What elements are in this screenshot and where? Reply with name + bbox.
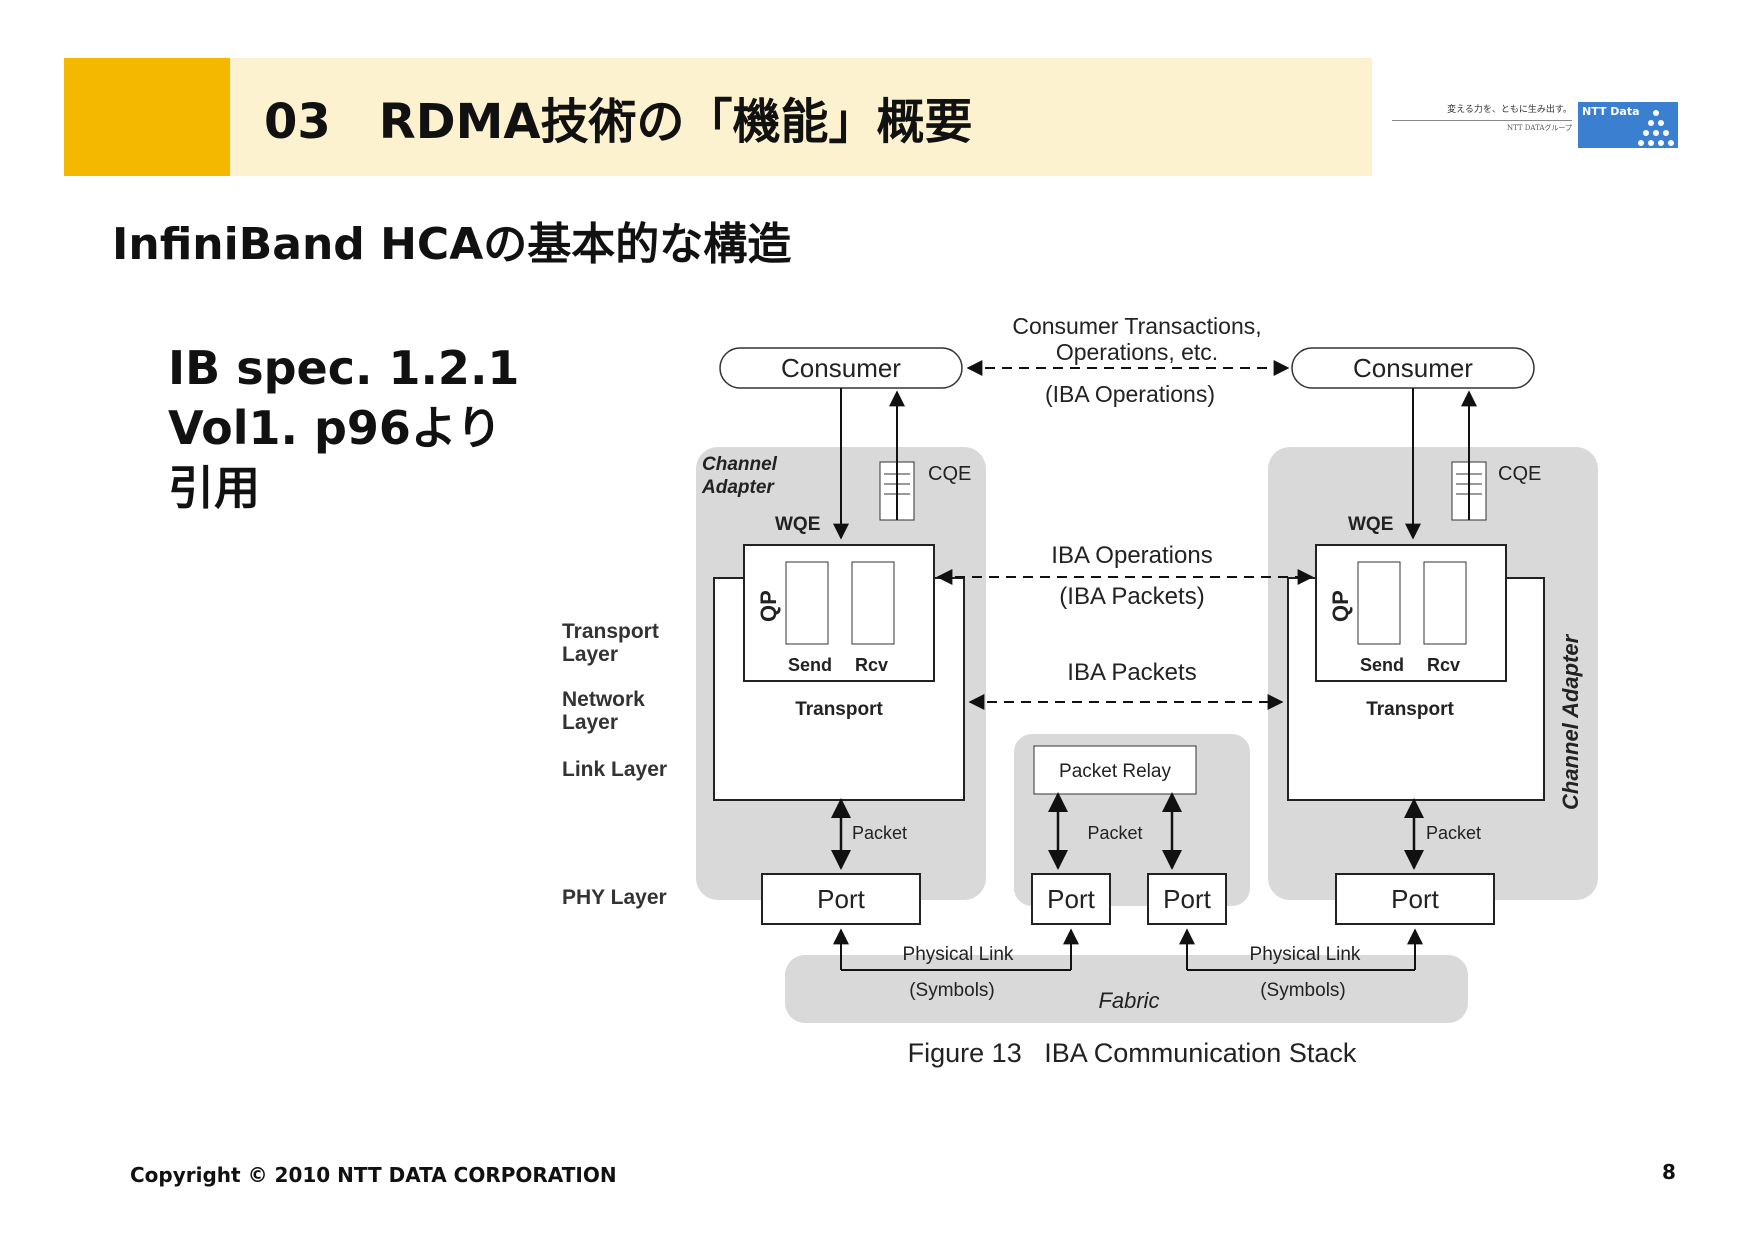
consumer-transactions-label: Consumer Transactions, (1012, 313, 1261, 339)
send-queue-right (1357, 561, 1401, 645)
ntt-data-logo: 変える力を、ともに生み出す。 NTT DATAグループ NTT Data (1392, 96, 1682, 148)
source-note-line: Vol1. p96より (168, 401, 502, 455)
link-layer-label: Link Layer (562, 758, 667, 781)
qp-box-left (743, 544, 935, 682)
cqe-label-left: CQE (928, 463, 971, 485)
fabric-panel (785, 955, 1468, 1023)
phy-layer-label: PHY Layer (562, 886, 667, 909)
transport-label-right: Transport (1366, 699, 1454, 720)
symbols-label-right: (Symbols) (1260, 980, 1346, 1001)
rcv-label-left: Rcv (855, 655, 888, 675)
port-box (1031, 873, 1111, 925)
packet-label-left: Packet (852, 823, 907, 843)
symbols-label-left: (Symbols) (909, 980, 995, 1001)
iba-operations-label: IBA Operations (1051, 542, 1212, 569)
logo-group-name: NTT DATAグループ (1392, 120, 1572, 133)
physical-link-label-left: Physical Link (903, 944, 1014, 965)
network-layer-label: Network (562, 688, 645, 711)
rcv-queue-left (851, 561, 895, 645)
page-number: 8 (1662, 1160, 1676, 1184)
rcv-queue-right (1423, 561, 1467, 645)
logo-mark: NTT Data (1578, 102, 1678, 148)
rcv-label-right: Rcv (1427, 655, 1460, 675)
slide-title: 03 RDMA技術の「機能」概要 (264, 94, 973, 150)
wqe-label-right: WQE (1348, 514, 1393, 535)
qp-label-right: QP (1328, 590, 1353, 622)
packet-label-middle: Packet (1087, 823, 1142, 843)
wqe-label-left: WQE (775, 514, 820, 535)
iba-operations-paren-label: (IBA Operations) (1045, 381, 1215, 407)
logo-mark-label: NTT Data (1582, 105, 1640, 118)
packet-relay-label: Packet Relay (1059, 761, 1171, 782)
iba-communication-stack-diagram: Consumer Consumer Consumer Transactions,… (562, 313, 1598, 1068)
source-note-line: IB spec. 1.2.1 (168, 341, 520, 395)
physical-link-label-right: Physical Link (1250, 944, 1361, 965)
port-label: Port (1163, 884, 1211, 914)
network-layer-label: Layer (562, 711, 618, 734)
header-accent (64, 58, 230, 176)
figure-caption: Figure 13 IBA Communication Stack (908, 1038, 1357, 1068)
transport-layer-label: Layer (562, 643, 618, 666)
copyright-notice: Copyright © 2010 NTT DATA CORPORATION (130, 1163, 617, 1187)
send-queue-left (785, 561, 829, 645)
port-label: Port (1047, 884, 1095, 914)
packet-label-right: Packet (1426, 823, 1481, 843)
transport-layer-label: Transport (562, 620, 659, 643)
channel-adapter-label-right: Channel Adapter (1558, 633, 1583, 810)
send-label-left: Send (788, 655, 832, 675)
iba-packets-label: IBA Packets (1067, 659, 1196, 686)
port-box (1147, 873, 1227, 925)
operations-etc-label: Operations, etc. (1056, 339, 1218, 365)
source-note: IB spec. 1.2.1 Vol1. p96より 引用 (168, 338, 519, 518)
channel-adapter-label-left: Adapter (701, 477, 775, 498)
port-label: Port (817, 884, 865, 914)
logo-dots-icon (1638, 110, 1674, 146)
port-box (761, 873, 921, 925)
port-box (1335, 873, 1495, 925)
source-note-line: 引用 (168, 461, 260, 515)
consumer-label-right: Consumer (1353, 353, 1473, 383)
consumer-label-left: Consumer (781, 353, 901, 383)
logo-tagline: 変える力を、ともに生み出す。 (1447, 105, 1572, 115)
iba-packets-paren-label: (IBA Packets) (1059, 583, 1204, 610)
packet-relay-box (1033, 745, 1197, 795)
port-label: Port (1391, 884, 1439, 914)
qp-label-left: QP (756, 590, 781, 622)
subtitle: InfiniBand HCAの基本的な構造 (112, 219, 792, 270)
fabric-label: Fabric (1098, 988, 1159, 1013)
send-label-right: Send (1360, 655, 1404, 675)
transport-label-left: Transport (795, 699, 883, 720)
qp-box-right (1315, 544, 1507, 682)
cqe-label-right: CQE (1498, 463, 1541, 485)
header-bar (64, 58, 1372, 176)
channel-adapter-label-left: Channel (702, 454, 778, 475)
